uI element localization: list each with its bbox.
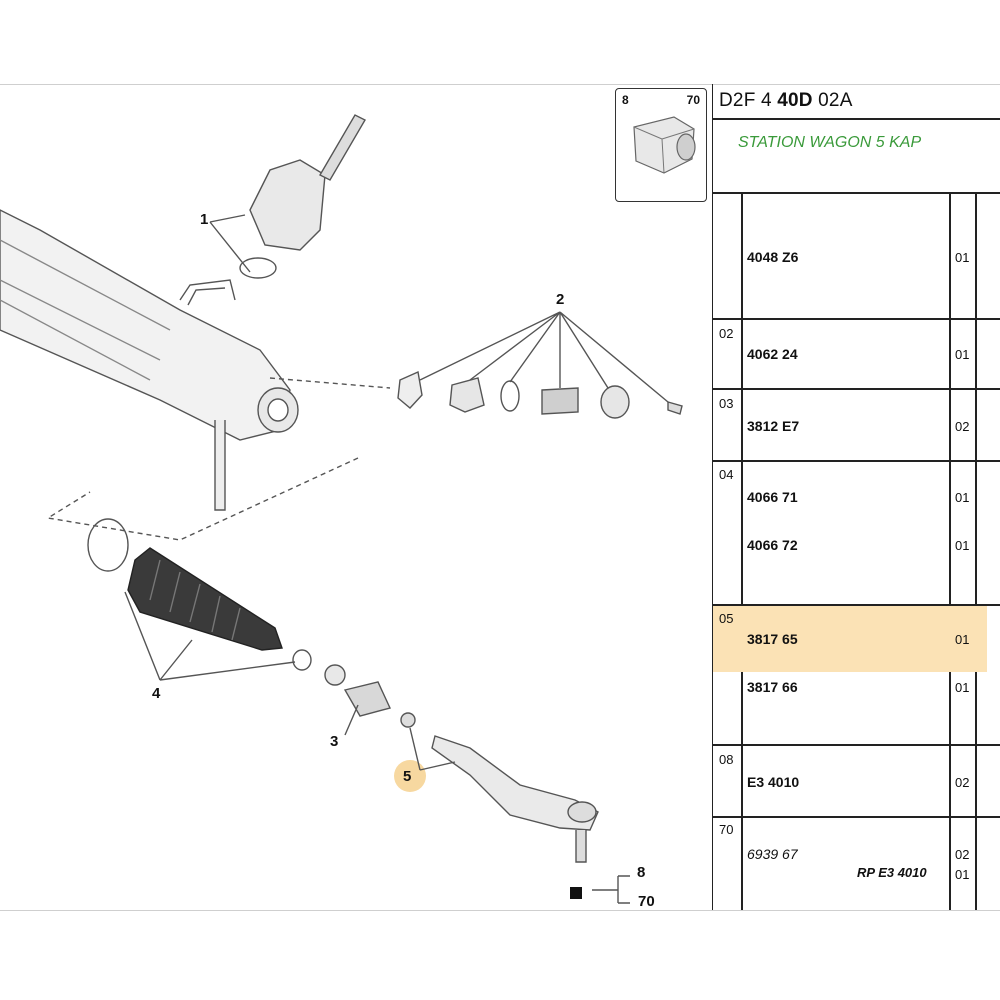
frame-top-line <box>0 84 1000 85</box>
row-ref: 02 <box>719 326 734 341</box>
lock-nut <box>400 712 416 728</box>
dashed-leader-1 <box>269 377 391 389</box>
rack-housing-detail <box>0 239 171 381</box>
rack-end-hole <box>267 398 289 422</box>
parts-table: D2F 4 40D 02A STATION WAGON 5 KAP 4048 Z… <box>712 84 1000 910</box>
pinion-shaft <box>319 114 366 181</box>
part-qty: 01 <box>955 538 970 553</box>
part-qty: 01 <box>955 490 970 505</box>
part-qty: 01 <box>955 867 970 882</box>
o-ring-1 <box>239 257 277 279</box>
row-divider <box>713 460 1000 462</box>
leader-4 <box>124 591 296 681</box>
rack-housing <box>0 209 291 441</box>
leader-2 <box>419 311 669 403</box>
subtitle-divider <box>713 192 1000 194</box>
part-qty: 02 <box>955 775 970 790</box>
dashed-leader-2 <box>46 457 359 541</box>
inset-label-right: 70 <box>686 93 700 107</box>
row-ref: 08 <box>719 752 734 767</box>
rp-note: RP E3 4010 <box>857 865 927 880</box>
nut-edges <box>633 126 695 174</box>
tie-rod-end <box>431 735 599 831</box>
col-divider-desc <box>975 192 977 910</box>
boot-clamp <box>87 518 129 572</box>
table-subtitle: STATION WAGON 5 KAP <box>738 134 922 151</box>
callout-2: 2 <box>556 291 565 308</box>
inner-tie-rod <box>343 681 391 717</box>
part-number: 3817 65 <box>747 631 798 647</box>
table-header: D2F 4 40D 02A <box>719 90 853 111</box>
callout-4: 4 <box>152 685 161 702</box>
leader-1 <box>209 214 251 273</box>
nut-drawing <box>633 116 696 174</box>
row-ref: 04 <box>719 467 734 482</box>
part-number: 4062 24 <box>747 346 798 362</box>
reference-square <box>570 887 582 899</box>
tie-rod-ball <box>567 801 597 823</box>
col-divider-qty <box>949 192 951 910</box>
part-number: 6939 67 <box>747 846 798 862</box>
steering-boot <box>127 547 283 651</box>
tie-rod-stud <box>575 830 587 863</box>
row-divider <box>713 388 1000 390</box>
ball-joint <box>324 664 346 686</box>
row-highlight-05 <box>713 604 987 672</box>
boot-small-clamp <box>292 649 312 671</box>
ref-label-8: 8 <box>637 864 646 881</box>
part-qty: 02 <box>955 847 970 862</box>
part-qty: 01 <box>955 250 970 265</box>
part2-cup <box>449 377 485 413</box>
boot-ribs <box>149 559 241 641</box>
part2-bolt <box>667 401 683 415</box>
pinion-housing <box>249 159 326 251</box>
part-number: 3812 E7 <box>747 418 800 434</box>
part-qty: 01 <box>955 632 970 647</box>
callout-highlight <box>394 760 426 792</box>
part-number: 3817 66 <box>747 679 798 695</box>
row-divider <box>713 318 1000 320</box>
ref-label-70: 70 <box>638 893 655 910</box>
part2-spring <box>541 387 579 415</box>
part2-oring <box>500 380 520 412</box>
row-divider <box>713 816 1000 818</box>
row-ref: 05 <box>719 611 734 626</box>
part2-cap <box>397 370 423 409</box>
part-qty: 01 <box>955 680 970 695</box>
hydraulic-pipes <box>179 279 236 306</box>
exploded-diagram: 1 2 3 4 5 8 70 <box>0 84 712 910</box>
part2-bushing <box>600 385 630 419</box>
row-divider <box>713 604 1000 606</box>
frame-bottom-line <box>0 910 1000 911</box>
nut-body <box>633 116 695 174</box>
callout-1: 1 <box>200 211 209 228</box>
col-divider-ref <box>741 192 743 910</box>
callout-3: 3 <box>330 733 339 750</box>
row-ref: 70 <box>719 822 734 837</box>
nut-collar <box>676 133 696 161</box>
row-ref: 03 <box>719 396 734 411</box>
part-number: 4066 71 <box>747 489 798 505</box>
inset-box: 8 70 <box>615 88 707 202</box>
part-number: 4048 Z6 <box>747 249 799 265</box>
steering-rack-drawing <box>0 114 683 904</box>
inset-label-left: 8 <box>622 93 629 107</box>
row-divider <box>713 744 1000 746</box>
leader-3 <box>344 704 359 736</box>
leader-5 <box>409 727 456 771</box>
part-number: 4066 72 <box>747 537 798 553</box>
part-number: E3 4010 <box>747 774 800 790</box>
ref-bracket <box>592 875 630 904</box>
callout-5: 5 <box>403 768 412 785</box>
part-qty: 01 <box>955 347 970 362</box>
part-qty: 02 <box>955 419 970 434</box>
vertical-rod <box>214 420 226 511</box>
header-divider <box>713 118 1000 120</box>
